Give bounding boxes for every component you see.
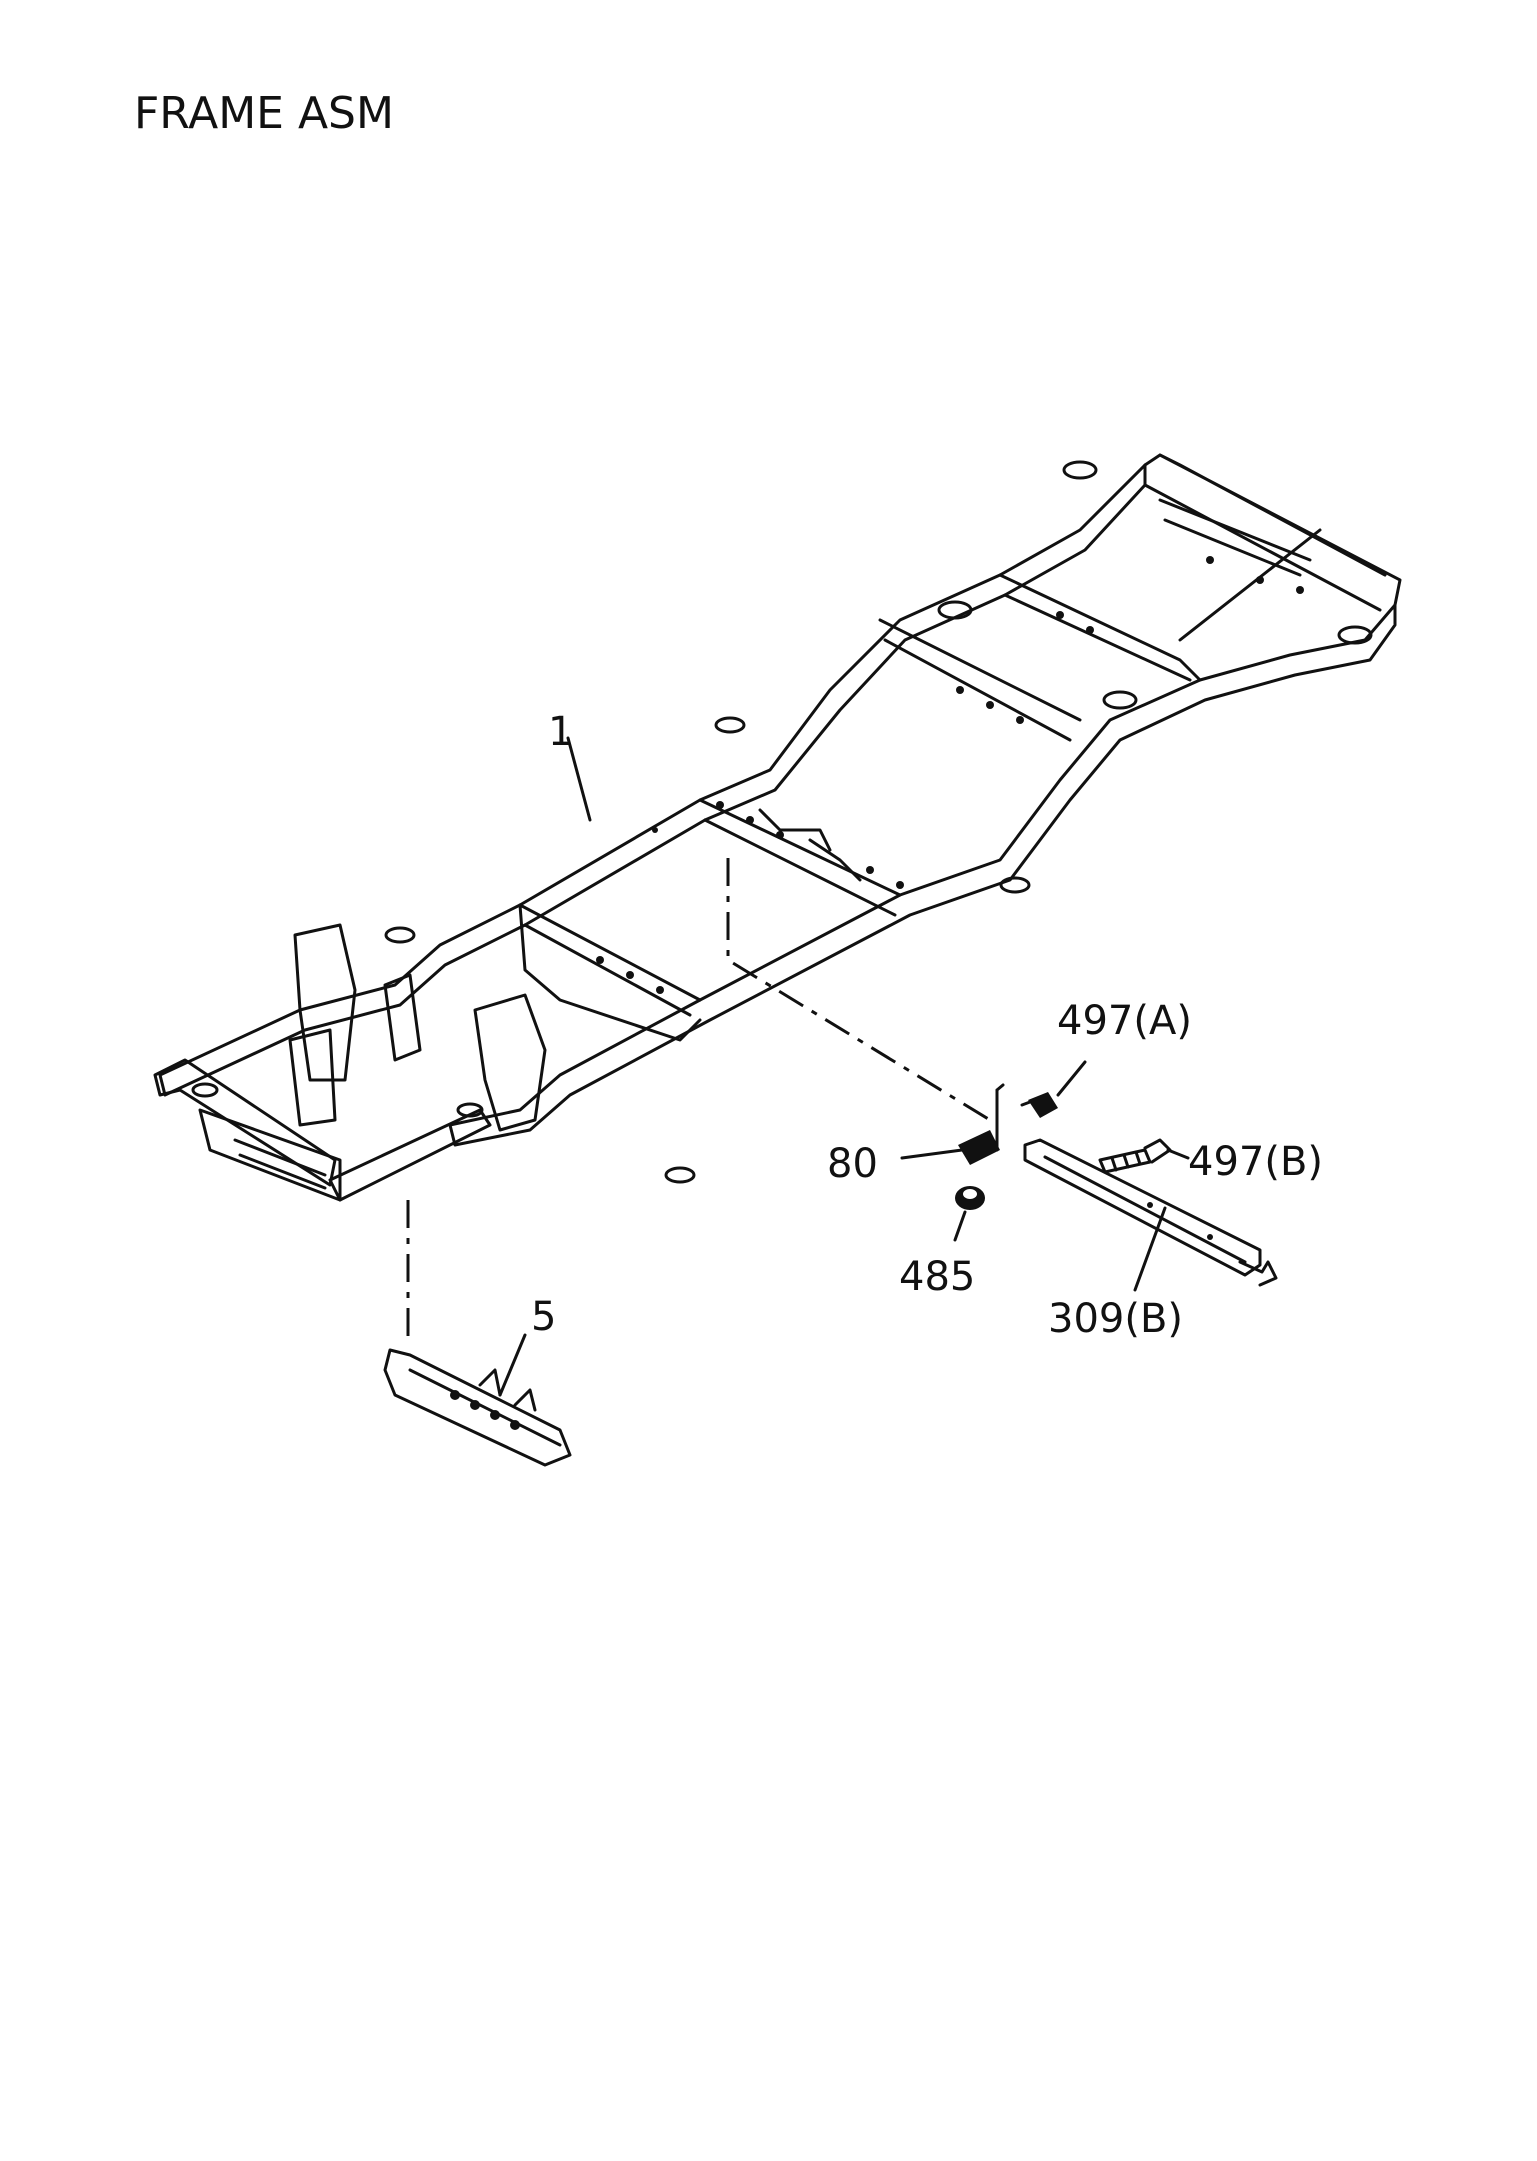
callout-309b: 309(B) [1048,1296,1183,1342]
callout-497b: 497(B) [1188,1139,1323,1185]
front-crossmember [198,1108,342,1202]
nut-part-485 [953,1186,985,1242]
front-suspension-bracket-right [473,993,547,1132]
bolt-part-497b [1098,1138,1190,1174]
callout-497b-leader [1166,1148,1190,1160]
crossmember-part-5 [383,1333,572,1467]
forward-crossmember [518,903,702,1042]
bolt-part-497a [1020,1060,1087,1118]
callout-309b-leader [1133,1206,1167,1292]
frame-holes [596,556,1304,994]
callout-485-leader [953,1210,967,1242]
rear-cross-frame [1143,453,1402,607]
body-mounts [191,460,1373,1184]
callout-1: 1 [548,709,573,755]
callout-497a-leader [1056,1060,1087,1097]
callout-5: 5 [531,1294,556,1340]
callout-5-leader [498,1333,527,1397]
callout-1-leader [566,736,592,822]
front-frame-horn-left [153,1058,337,1187]
callout-80: 80 [827,1141,878,1187]
left-side-rail [158,463,1147,1097]
front-suspension-bracket-left [293,923,357,1082]
callout-497a: 497(A) [1057,998,1192,1044]
rear-x-brace [1158,498,1322,642]
callout-485: 485 [899,1254,975,1300]
page-title: FRAME ASM [134,88,394,139]
callout-80-leader [900,1148,964,1160]
middle-crossmember [698,618,1082,917]
rear-inner-crossmember [998,573,1202,682]
bar-part-309b [1023,1138,1278,1292]
right-side-rail [448,603,1397,1147]
front-frame-horn-right [328,1108,492,1202]
frame-assembly [153,453,1402,1202]
bracket-part-80 [900,1083,1005,1165]
